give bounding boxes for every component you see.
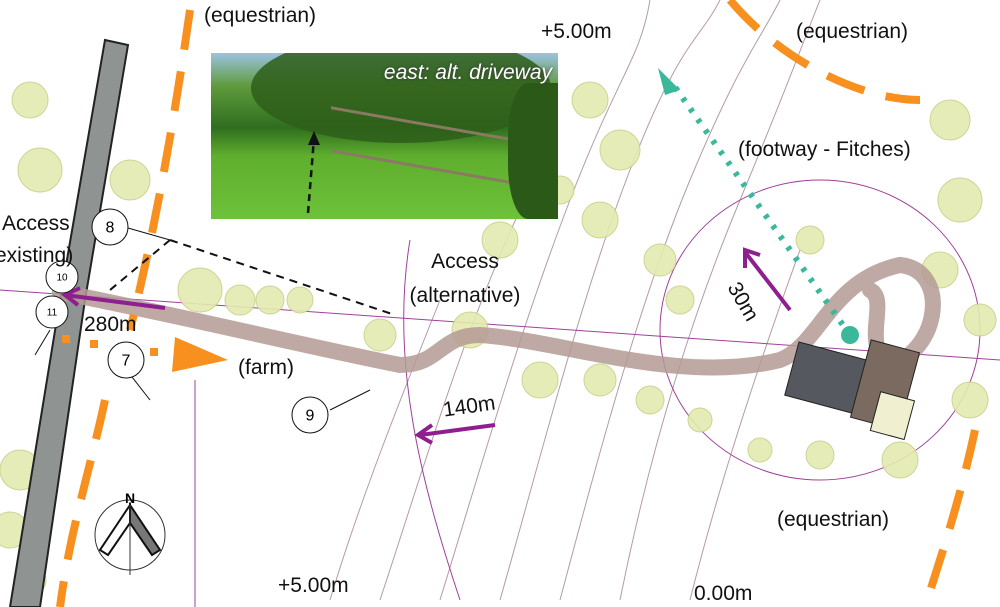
marker-9: 9	[291, 396, 329, 434]
tree	[881, 441, 919, 479]
tree	[571, 81, 609, 119]
marker-10: 10	[45, 260, 79, 294]
marker-number: 8	[106, 219, 115, 236]
marker-7: 7	[107, 341, 145, 379]
tree	[583, 363, 617, 397]
tree	[635, 385, 665, 415]
photo-caption: east: alt. driveway	[383, 61, 552, 84]
label-access-existing-1: Access	[2, 212, 70, 235]
label-footway: (footway - Fitches)	[738, 138, 911, 161]
north-label: N	[125, 490, 135, 506]
label-access-alt-2: (alternative)	[409, 284, 521, 307]
tree	[795, 225, 825, 255]
marker-11: 11	[35, 295, 69, 329]
tree	[11, 81, 49, 119]
marker-circles: 7 8 9 10 11	[35, 208, 329, 434]
label-equestrian-top-left: (equestrian)	[204, 4, 317, 27]
marker-leaders	[34, 227, 371, 411]
footway-route	[658, 68, 859, 344]
label-equestrian-top-right: (equestrian)	[796, 20, 909, 43]
label-equestrian-bottom: (equestrian)	[777, 508, 890, 531]
view-cone	[109, 239, 396, 316]
contour-label-top: +5.00m	[541, 20, 612, 43]
tree	[286, 286, 314, 314]
distance-arrows	[61, 247, 792, 445]
contour-label-bottom-right: 0.00m	[694, 582, 753, 605]
marker-number: 11	[47, 307, 58, 318]
label-access-alt-1: Access	[431, 250, 499, 273]
distance-280m: 280m	[84, 313, 137, 336]
marker-8: 8	[91, 208, 129, 246]
equestrian-routes	[56, 0, 979, 607]
tree	[363, 318, 397, 352]
tree	[599, 129, 641, 171]
photo-tree	[251, 53, 551, 143]
tree	[937, 177, 983, 223]
photo-hedge	[508, 83, 558, 219]
marker-number: 9	[306, 407, 315, 424]
label-access-existing-2: (existing)	[0, 244, 74, 267]
tree	[109, 159, 151, 201]
tree	[521, 361, 559, 399]
tree	[177, 267, 223, 313]
tree-canopy	[0, 81, 997, 597]
tree	[963, 303, 997, 337]
tree	[747, 437, 773, 463]
farm-route-markers	[62, 335, 228, 372]
marker-number: 10	[56, 272, 68, 283]
farm-direction-arrow	[172, 337, 228, 372]
tree	[481, 221, 519, 259]
north-arrow	[94, 499, 166, 575]
tree	[255, 285, 285, 315]
label-farm: (farm)	[238, 356, 294, 379]
tree	[687, 407, 713, 433]
tree	[951, 381, 989, 419]
tree	[17, 147, 63, 193]
tree	[805, 440, 835, 470]
alt-driveway-photo: east: alt. driveway	[211, 53, 558, 219]
tree	[929, 99, 971, 141]
contour-label-bottom-left: +5.00m	[278, 574, 349, 597]
boundary-lines	[0, 179, 1000, 607]
photo-view-arrow	[306, 131, 320, 214]
tree	[224, 284, 256, 316]
farmhouse	[784, 339, 921, 441]
tree	[643, 243, 677, 277]
tree	[665, 285, 695, 315]
tree	[581, 201, 619, 239]
marker-number: 7	[122, 352, 131, 369]
